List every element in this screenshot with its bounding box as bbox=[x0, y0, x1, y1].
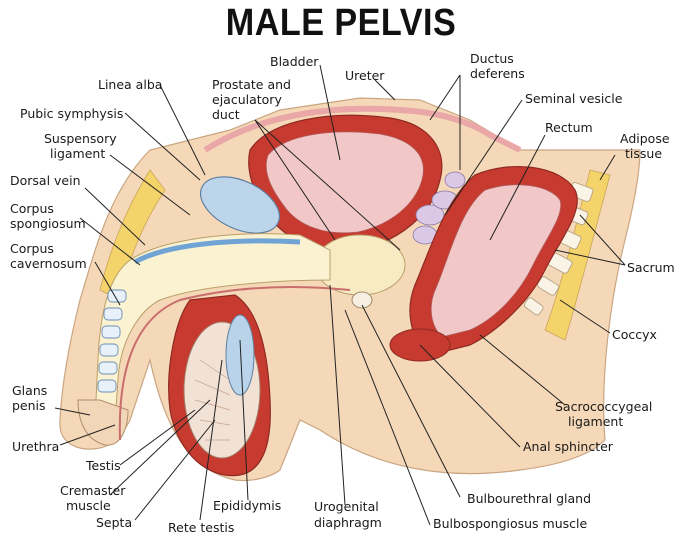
penis-shaft bbox=[94, 233, 331, 421]
label-rectum: Rectum bbox=[545, 120, 593, 135]
bladder-lumen bbox=[265, 131, 424, 234]
label-seminal-vesicle: Seminal vesicle bbox=[525, 91, 623, 106]
label-adipose-1: Adipose bbox=[620, 131, 670, 146]
bulbourethral-shape bbox=[351, 291, 373, 309]
label-ureter: Ureter bbox=[345, 68, 385, 83]
label-cremaster-1: Cremaster bbox=[60, 483, 126, 498]
peritoneum bbox=[203, 105, 522, 153]
label-adipose-2: tissue bbox=[625, 146, 662, 161]
label-prostate-1: Prostate and bbox=[212, 77, 291, 92]
label-cremaster-2: muscle bbox=[66, 498, 111, 513]
label-ductus-1: Ductus bbox=[470, 51, 514, 66]
diagram-title: MALE PELVIS bbox=[225, 2, 457, 44]
label-coccyx: Coccyx bbox=[612, 327, 657, 342]
label-bulbospongiosus: Bulbospongiosus muscle bbox=[433, 516, 588, 531]
corpus-spongiosum-shape bbox=[133, 238, 301, 265]
rectum-lumen bbox=[430, 184, 562, 338]
label-bladder: Bladder bbox=[270, 54, 319, 69]
urethra-path bbox=[118, 286, 351, 441]
label-linea-alba: Linea alba bbox=[98, 77, 162, 92]
label-corpus-spongiosum-2: spongiosum bbox=[10, 216, 86, 231]
label-septa: Septa bbox=[96, 515, 132, 530]
label-prostate-3: duct bbox=[212, 107, 240, 122]
label-suspensory-1: Suspensory bbox=[44, 131, 117, 146]
pubic-symphysis-shape bbox=[200, 176, 280, 234]
label-sacrococcygeal-2: ligament bbox=[568, 414, 623, 429]
label-urogenital-2: diaphragm bbox=[314, 515, 382, 530]
label-dorsal-vein: Dorsal vein bbox=[10, 173, 81, 188]
label-glans-2: penis bbox=[12, 398, 46, 413]
label-epididymis: Epididymis bbox=[213, 498, 281, 513]
label-corpus-cavernosum-1: Corpus bbox=[10, 241, 54, 256]
label-prostate-2: ejaculatory bbox=[212, 92, 282, 107]
label-sacrococcygeal-1: Sacrococcygeal bbox=[555, 399, 652, 414]
label-ductus-2: deferens bbox=[470, 66, 525, 81]
label-corpus-cavernosum-2: cavernosum bbox=[10, 256, 87, 271]
leader-lines bbox=[54, 64, 626, 526]
septa-lines bbox=[194, 359, 231, 441]
label-glans-1: Glans bbox=[12, 383, 47, 398]
epididymis-shape bbox=[225, 314, 255, 396]
label-anal-sphincter: Anal sphincter bbox=[523, 439, 614, 454]
label-urogenital-1: Urogenital bbox=[314, 499, 379, 514]
label-sacrum: Sacrum bbox=[627, 260, 675, 275]
label-pubic-symphysis: Pubic symphysis bbox=[20, 106, 123, 121]
label-suspensory-2: ligament bbox=[50, 146, 105, 161]
label-urethra: Urethra bbox=[12, 439, 59, 454]
label-corpus-spongiosum-1: Corpus bbox=[10, 201, 54, 216]
label-rete-testis: Rete testis bbox=[168, 520, 234, 535]
label-bulbourethral: Bulbourethral gland bbox=[467, 491, 591, 506]
label-testis: Testis bbox=[85, 458, 121, 473]
